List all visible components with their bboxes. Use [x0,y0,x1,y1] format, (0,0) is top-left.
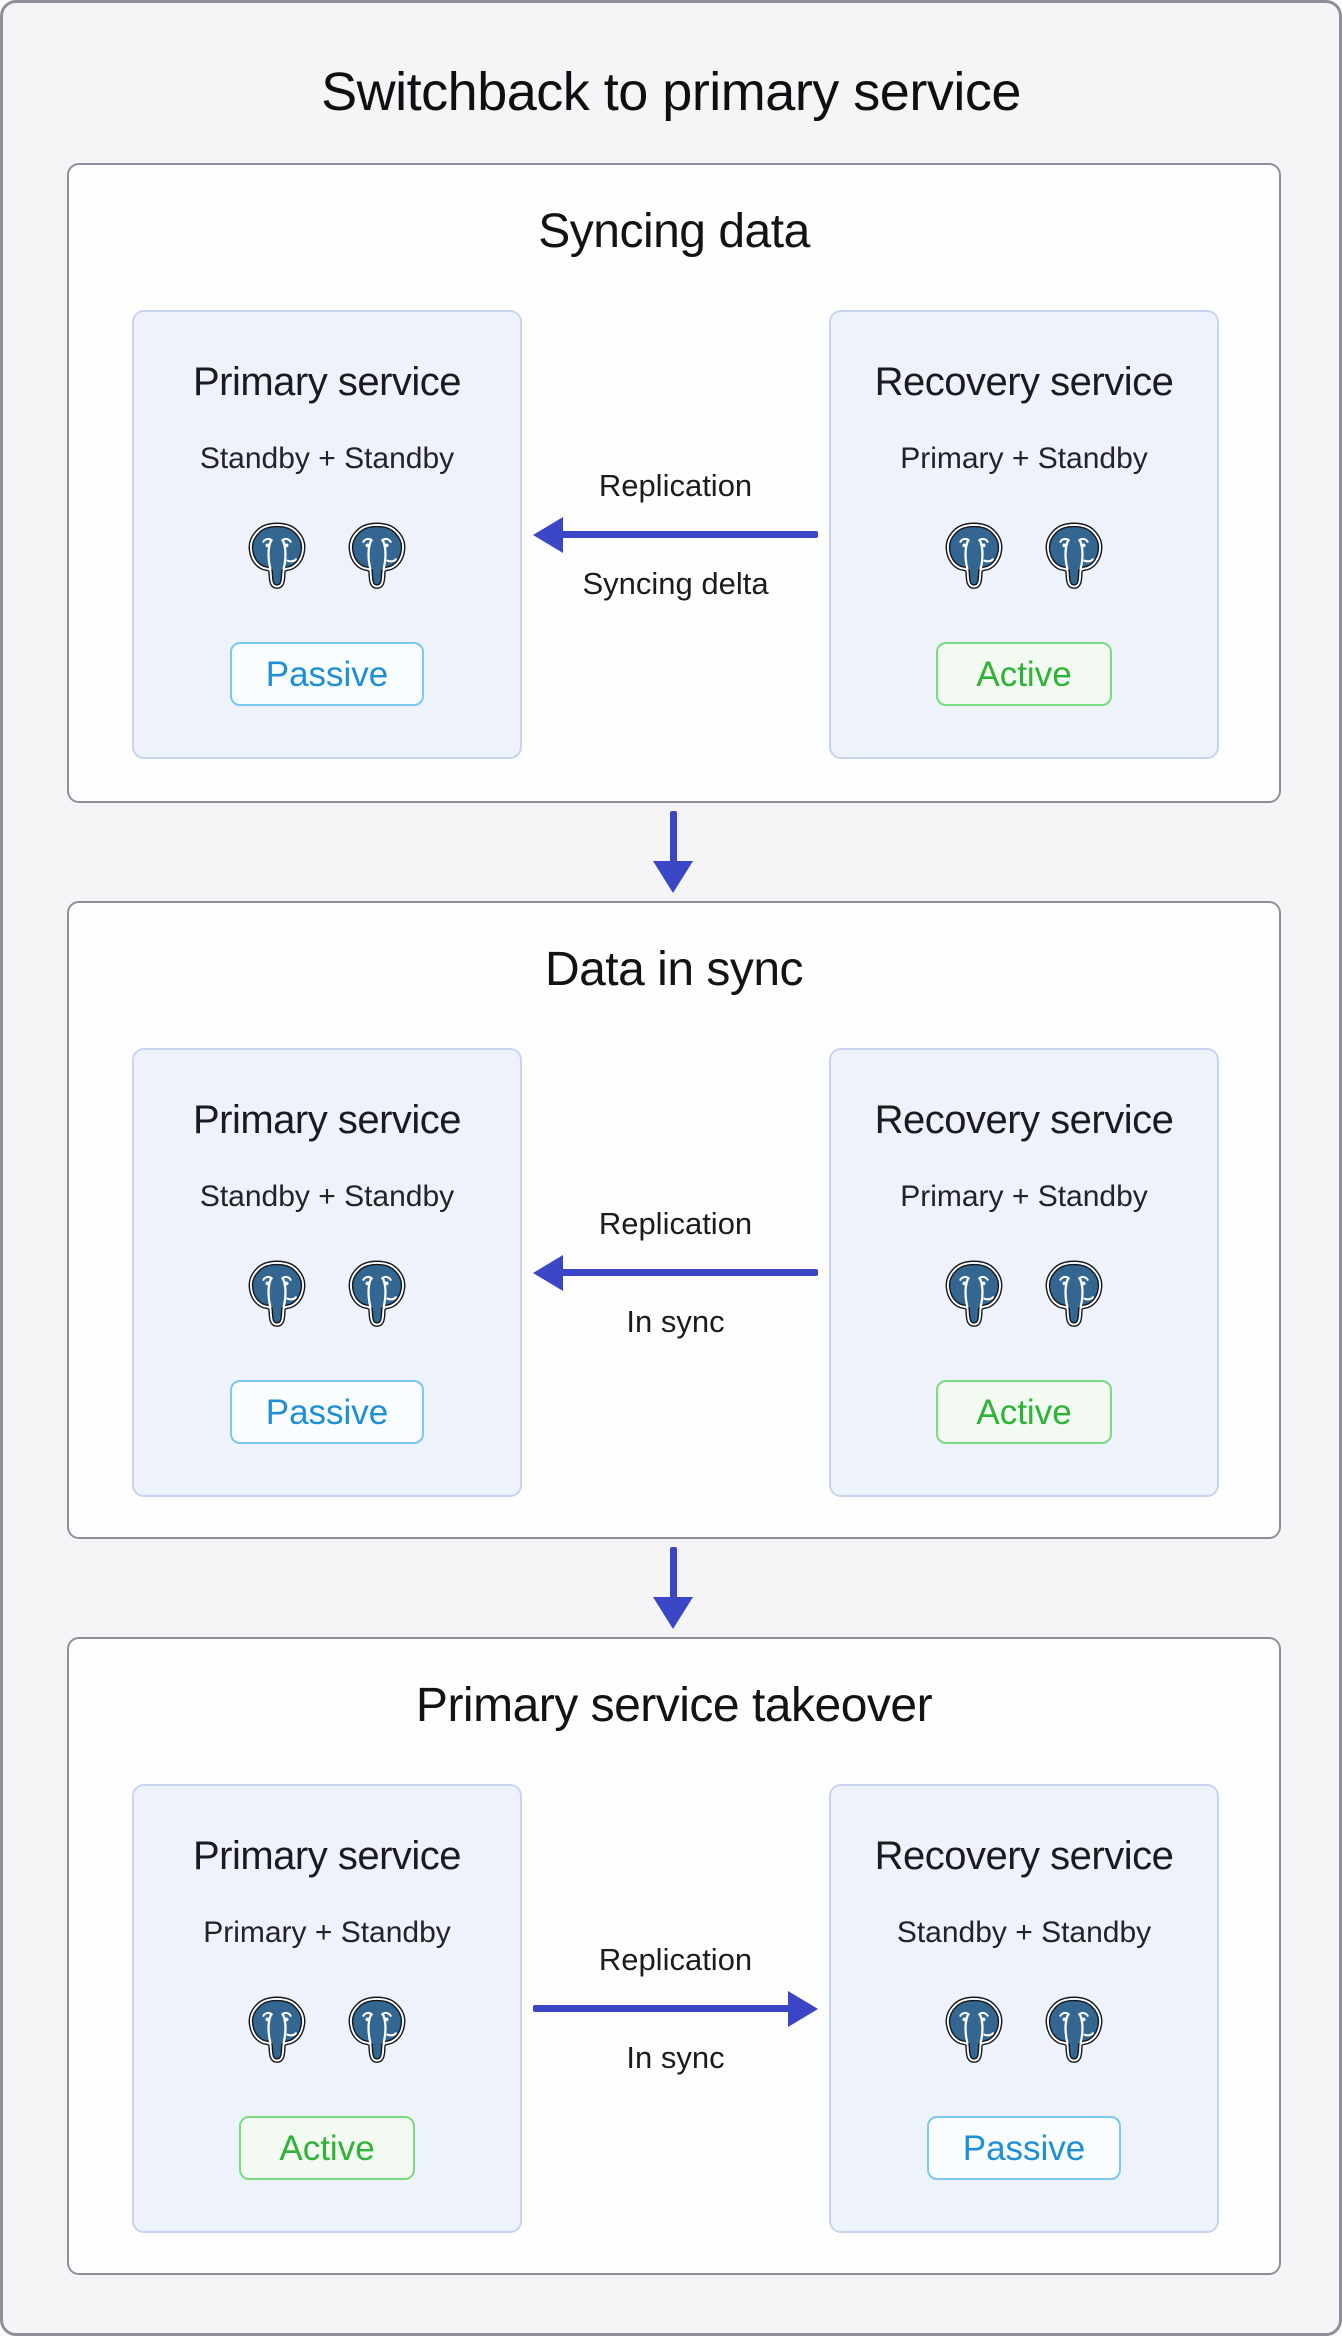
replica-roles: Primary + Standby [900,442,1148,475]
replication-arrow [533,516,818,553]
database-icons [245,1994,409,2064]
service-name: Recovery service [874,360,1174,404]
arrow-head [533,516,563,553]
stage-syncing-data: Syncing data Primary service Standby + S… [67,163,1281,803]
status-badge: Passive [229,1380,425,1444]
arrow-head [653,1597,693,1629]
primary-service-card: Primary service Standby + Standby Passiv… [132,310,522,759]
postgresql-elephant-icon [942,1994,1006,2064]
arrow-shaft [533,2004,794,2012]
replica-roles: Standby + Standby [199,1180,455,1213]
replica-roles: Primary + Standby [203,1916,451,1949]
service-name: Recovery service [874,1098,1174,1142]
replication-label: Replication [598,1941,753,1977]
database-icons [245,520,409,590]
postgresql-elephant-icon [245,1258,309,1328]
next-stage-arrow [652,811,696,895]
replication-label: Replication [598,1205,753,1241]
replication-arrow [533,1254,818,1291]
service-name: Primary service [192,1834,462,1878]
database-icons [942,1994,1106,2064]
replica-roles: Standby + Standby [896,1916,1152,1949]
postgresql-elephant-icon [1042,520,1106,590]
arrow-shaft [557,530,818,538]
status-badge: Passive [926,2116,1122,2180]
replication-flow: Replication In sync [522,1048,829,1497]
postgresql-elephant-icon [345,1258,409,1328]
status-badge: Active [239,2116,415,2180]
stage-title: Primary service takeover [415,1679,933,1732]
arrow-head [533,1254,563,1291]
stage-primary-takeover: Primary service takeover Primary service… [67,1637,1281,2275]
service-name: Recovery service [874,1834,1174,1878]
database-icons [942,1258,1106,1328]
stage-title: Syncing data [538,205,810,258]
next-stage-arrow [652,1547,696,1631]
postgresql-elephant-icon [1042,1994,1106,2064]
recovery-service-card: Recovery service Primary + Standby Activ… [829,1048,1219,1497]
recovery-service-card: Recovery service Primary + Standby Activ… [829,310,1219,759]
replication-flow: Replication In sync [522,1784,829,2233]
arrow-shaft [557,1268,818,1276]
postgresql-elephant-icon [942,1258,1006,1328]
replica-roles: Primary + Standby [900,1180,1148,1213]
sync-state-label: In sync [626,2039,725,2075]
status-badge: Active [936,1380,1112,1444]
postgresql-elephant-icon [345,520,409,590]
arrow-shaft [670,811,677,863]
database-icons [942,520,1106,590]
recovery-service-card: Recovery service Standby + Standby Passi… [829,1784,1219,2233]
postgresql-elephant-icon [1042,1258,1106,1328]
arrow-head [653,861,693,893]
postgresql-elephant-icon [345,1994,409,2064]
postgresql-elephant-icon [245,1994,309,2064]
postgresql-elephant-icon [942,520,1006,590]
primary-service-card: Primary service Standby + Standby Passiv… [132,1048,522,1497]
service-name: Primary service [192,1098,462,1142]
replica-roles: Standby + Standby [199,442,455,475]
replication-arrow [533,1990,818,2027]
arrow-head [788,1990,818,2027]
arrow-shaft [670,1547,677,1599]
status-badge: Active [936,642,1112,706]
sync-state-label: In sync [626,1303,725,1339]
page-title: Switchback to primary service [321,62,1021,122]
database-icons [245,1258,409,1328]
stage-data-in-sync: Data in sync Primary service Standby + S… [67,901,1281,1539]
replication-flow: Replication Syncing delta [522,310,829,759]
stage-title: Data in sync [544,943,804,996]
status-badge: Passive [229,642,425,706]
sync-state-label: Syncing delta [582,565,769,601]
service-name: Primary service [192,360,462,404]
postgresql-elephant-icon [245,520,309,590]
primary-service-card: Primary service Primary + Standby Active [132,1784,522,2233]
replication-label: Replication [598,467,753,503]
